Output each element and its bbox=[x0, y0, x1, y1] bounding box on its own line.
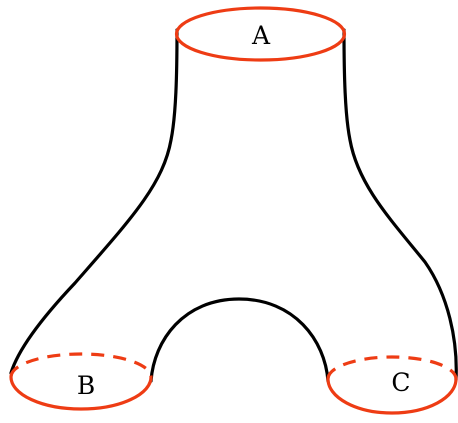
left-boundary-front bbox=[9, 376, 153, 411]
right-outline bbox=[342, 28, 458, 382]
left-boundary-back bbox=[9, 352, 153, 378]
left-outline bbox=[9, 28, 179, 375]
top-boundary-circle bbox=[174, 6, 347, 62]
label-b: B bbox=[77, 371, 95, 400]
right-boundary-front bbox=[326, 378, 458, 415]
crotch-arch bbox=[149, 297, 330, 383]
label-a: A bbox=[251, 21, 271, 50]
label-c: C bbox=[391, 368, 410, 397]
right-boundary-back bbox=[326, 355, 458, 380]
